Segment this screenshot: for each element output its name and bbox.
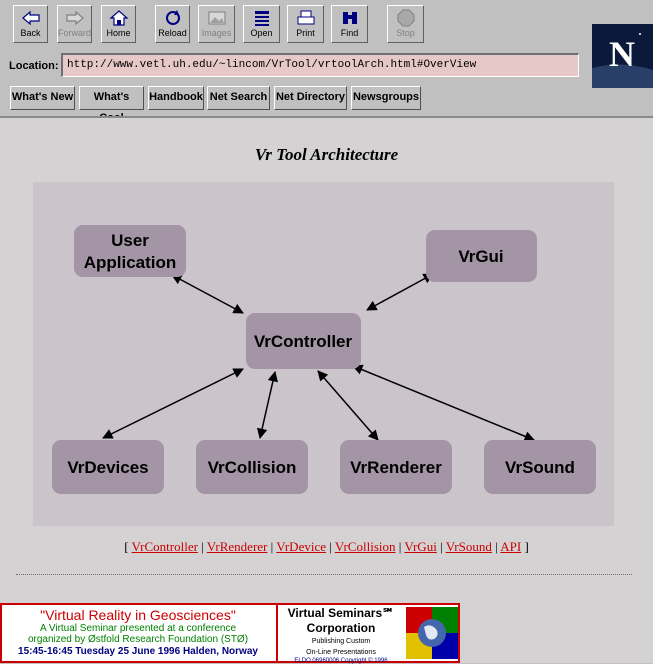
svg-text:User: User (111, 231, 149, 250)
back-arrow-icon (21, 10, 40, 26)
banner-copyright: ELDO 06960006 Copyright © 1996 (294, 658, 388, 664)
edge-vrcollision-controller (256, 370, 279, 440)
location-label: Location: (9, 60, 59, 72)
page-content: Vr Tool Architecture User Application (0, 116, 653, 664)
home-icon (108, 10, 129, 26)
edge-vrrenderer-controller (317, 370, 379, 441)
node-vrcontroller: VrController (246, 313, 361, 369)
images-icon (208, 11, 225, 25)
banner-date: 15:45-16:45 Tuesday 25 June 1996 Halden,… (18, 646, 258, 657)
svg-text:VrGui: VrGui (458, 247, 503, 266)
link-vrcontroller[interactable]: VrController (131, 539, 198, 554)
forward-button[interactable]: Forward (57, 5, 92, 43)
node-vrrenderer: VrRenderer (340, 440, 452, 494)
module-links: [ VrController | VrRenderer | VrDevice |… (124, 539, 529, 554)
netscape-logo[interactable]: N (592, 24, 653, 88)
stop-button[interactable]: Stop (387, 5, 424, 43)
svg-text:VrDevices: VrDevices (67, 458, 148, 477)
seminar-banner[interactable]: "Virtual Reality in Geosciences" A Virtu… (0, 603, 460, 664)
back-button[interactable]: Back (13, 5, 48, 43)
browser-chrome: Back Forward Home Reload Images Open Pri… (0, 0, 653, 124)
banner-globe-logo (406, 607, 458, 659)
binoculars-icon (342, 12, 357, 24)
edge-vrgui-controller (366, 273, 434, 311)
newsgroups-button[interactable]: Newsgroups (351, 86, 421, 110)
link-vrsound[interactable]: VrSound (445, 539, 492, 554)
architecture-diagram: User Application VrGui VrController VrDe… (33, 182, 614, 526)
home-button[interactable]: Home (101, 5, 136, 43)
open-icon (254, 11, 269, 26)
forward-arrow-icon (65, 10, 84, 26)
whats-cool-button[interactable]: What's Cool (79, 86, 144, 124)
whats-new-button[interactable]: What's New (10, 86, 75, 110)
banner-line2: organized by Østfold Research Foundation… (27, 634, 249, 645)
node-vrdevices: VrDevices (52, 440, 164, 494)
svg-text:VrController: VrController (254, 332, 353, 351)
page-title: Vr Tool Architecture (254, 145, 399, 164)
netscape-logo-letter: N (609, 34, 635, 74)
banner-company-name: Virtual Seminars℠ (287, 606, 395, 620)
svg-text:VrSound: VrSound (505, 458, 575, 477)
architecture-diagram-svg: User Application VrGui VrController VrDe… (52, 225, 596, 494)
globe-icon (406, 607, 458, 659)
banner-tagline-1: Publishing Custom (311, 638, 371, 645)
edge-userapp-controller (171, 274, 244, 314)
reload-button[interactable]: Reload (155, 5, 190, 43)
banner-title: "Virtual Reality in Geosciences" (40, 607, 236, 623)
stop-icon (397, 9, 414, 27)
printer-icon (297, 10, 314, 25)
banner-seminar-info: "Virtual Reality in Geosciences" A Virtu… (2, 605, 274, 661)
netscape-logo-icon: N (592, 24, 653, 88)
link-vrdevice[interactable]: VrDevice (276, 539, 326, 554)
banner-company-type: Corporation (306, 621, 376, 635)
banner-company: Virtual Seminars℠ Corporation Publishing… (276, 605, 404, 664)
reload-icon (165, 10, 180, 25)
open-button[interactable]: Open (243, 5, 280, 43)
link-api[interactable]: API (500, 539, 522, 554)
edge-vrsound-controller (352, 364, 535, 442)
images-button[interactable]: Images (198, 5, 235, 43)
horizontal-rule (16, 574, 632, 575)
link-vrcollision[interactable]: VrCollision (334, 539, 396, 554)
handbook-button[interactable]: Handbook (148, 86, 204, 110)
node-vrgui: VrGui (426, 230, 537, 282)
net-search-button[interactable]: Net Search (207, 86, 270, 110)
node-vrcollision: VrCollision (196, 440, 308, 494)
edge-vrdevices-controller (102, 368, 244, 439)
svg-text:VrRenderer: VrRenderer (350, 458, 442, 477)
node-user-application: User Application (74, 225, 186, 277)
banner-line1: A Virtual Seminar presented at a confere… (39, 623, 237, 634)
find-button[interactable]: Find (331, 5, 368, 43)
location-input[interactable]: http://www.vetl.uh.edu/~lincom/VrTool/vr… (61, 53, 579, 77)
link-vrgui[interactable]: VrGui (404, 539, 437, 554)
node-vrsound: VrSound (484, 440, 596, 494)
svg-text:VrCollision: VrCollision (208, 458, 297, 477)
banner-tagline-2: On-Line Presentations (306, 649, 376, 656)
print-button[interactable]: Print (287, 5, 324, 43)
link-vrrenderer[interactable]: VrRenderer (206, 539, 268, 554)
net-directory-button[interactable]: Net Directory (274, 86, 347, 110)
svg-text:Application: Application (84, 253, 177, 272)
